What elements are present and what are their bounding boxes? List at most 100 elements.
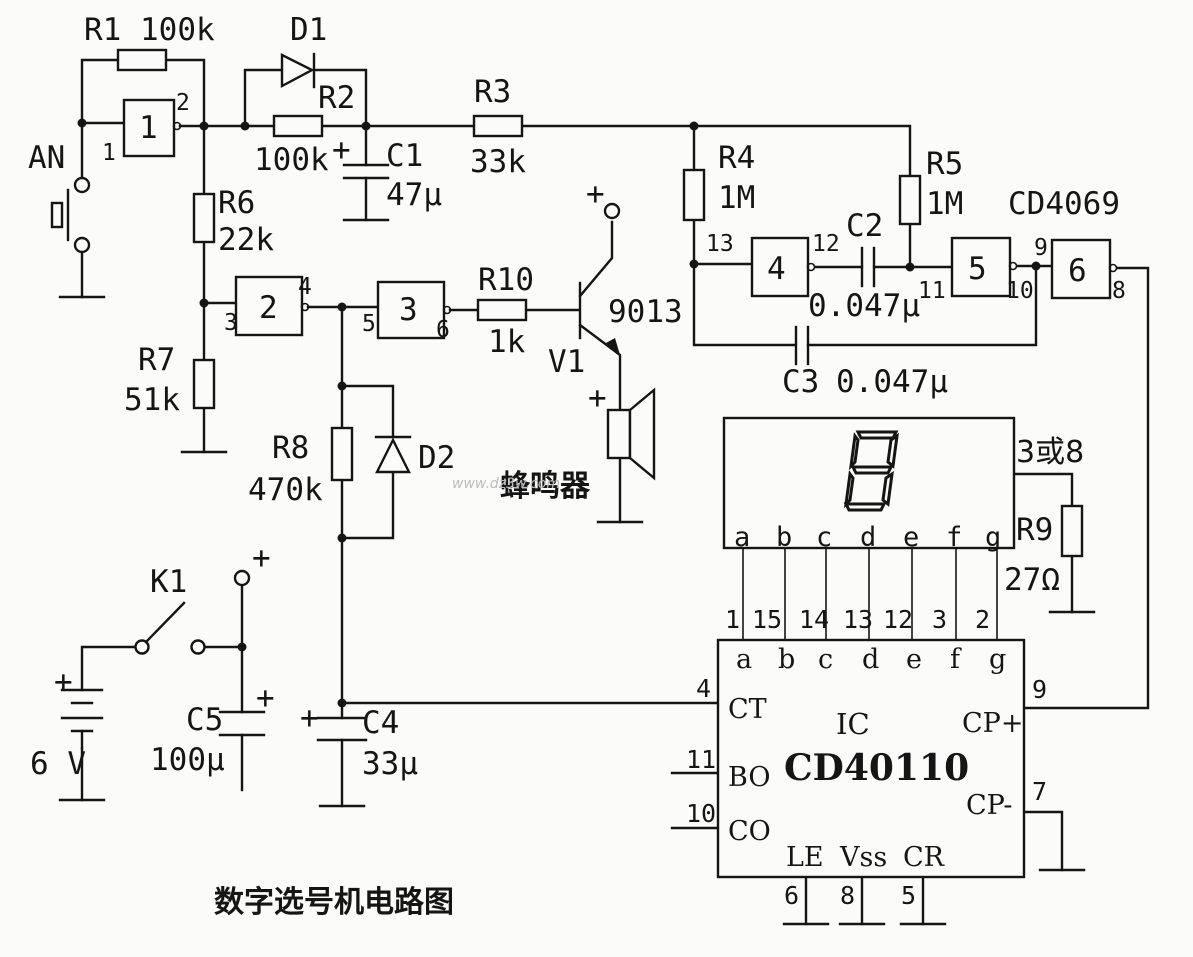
ic-seg-d: d xyxy=(862,644,879,675)
ic-pin-co: CO xyxy=(728,816,771,847)
R9-ref: R9 xyxy=(1016,512,1053,548)
capacitor-C1: + C1 47μ xyxy=(332,132,442,213)
inverter-gate-4: 4 13 12 xyxy=(706,231,840,298)
ic-pin-le: LE xyxy=(786,842,824,873)
battery-plus: + xyxy=(54,664,73,700)
resistor-R3: R3 33k xyxy=(470,74,526,180)
capacitor-C4: + C4 33μ xyxy=(300,700,418,782)
inverter-gate-6: 6 9 8 xyxy=(1034,235,1126,304)
R8-value: 470k xyxy=(248,472,323,508)
R9-value: 27Ω xyxy=(1004,562,1060,598)
inverter-gate-3: 3 5 6 xyxy=(362,280,452,343)
display-seg-b: b xyxy=(776,522,792,553)
C5-plus: + xyxy=(256,680,275,716)
R6-ref: R6 xyxy=(218,185,255,221)
R5-value: 1M xyxy=(926,186,963,222)
V1-ref: V1 xyxy=(548,344,585,380)
capacitor-C5: + C5 100μ xyxy=(150,680,275,778)
resistor-R8: R8 470k xyxy=(248,426,354,508)
R1-ref: R1 xyxy=(84,12,121,48)
C4-value: 33μ xyxy=(362,746,418,782)
transistor-V1: + 9013 V1 xyxy=(548,176,683,380)
buzzer-label: 蜂鸣器 xyxy=(500,469,591,504)
pushbutton-AN: AN xyxy=(28,140,91,254)
switch-K1: K1 + xyxy=(134,540,271,655)
R5-ref: R5 xyxy=(926,146,963,182)
display-common-label: 3或8 xyxy=(1016,435,1084,470)
ic-pin-num-e: 12 xyxy=(883,605,913,634)
R2-value: 100k xyxy=(254,142,329,178)
ic-seg-g: g xyxy=(989,644,1006,675)
gate-4-label: 4 xyxy=(767,251,786,287)
inverter-gate-5: 5 11 10 xyxy=(918,236,1034,304)
gate-4-out-pin: 12 xyxy=(812,231,840,257)
R10-ref: R10 xyxy=(478,262,534,298)
ic-pin-num-b: 15 xyxy=(752,605,782,634)
battery-value: 6 V xyxy=(30,746,86,782)
gate-5-out-pin: 10 xyxy=(1006,278,1034,304)
ic-seg-a: a xyxy=(736,644,752,675)
C5-ref: C5 xyxy=(186,702,223,738)
ic-pin-vss: Vss xyxy=(839,842,887,873)
resistor-R9: R9 27Ω xyxy=(1004,504,1084,598)
R7-value: 51k xyxy=(124,382,180,418)
gate-5-in-pin: 11 xyxy=(918,278,946,304)
display-seg-c: c xyxy=(816,522,832,553)
D1-ref: D1 xyxy=(290,12,327,48)
R2-ref: R2 xyxy=(318,80,355,116)
ic-pin-num-cpminus: 7 xyxy=(1032,777,1047,806)
buzzer-plus: + xyxy=(588,380,607,416)
AN-ref: AN xyxy=(28,140,65,176)
gate-2-label: 2 xyxy=(259,290,278,326)
resistor-R5: R5 1M xyxy=(898,146,963,226)
watermark: www.dz3w.com xyxy=(452,476,560,492)
ic-pin-num-c: 14 xyxy=(799,605,829,634)
ic-ref: IC xyxy=(836,707,870,741)
gate-6-out-pin: 8 xyxy=(1112,278,1126,304)
gate-chip-label: CD4069 xyxy=(1008,186,1120,222)
R8-ref: R8 xyxy=(272,430,309,466)
inverter-gate-2: 2 3 4 xyxy=(224,274,312,337)
ic-name: CD40110 xyxy=(784,747,969,789)
ic-pin-num-a: 1 xyxy=(725,605,740,634)
C1-ref: C1 xyxy=(386,138,423,174)
K1-ref: K1 xyxy=(150,564,187,600)
C2-ref: C2 xyxy=(846,208,883,244)
seven-segment-display: a b c d e f g 3或8 xyxy=(722,416,1084,553)
resistor-R1: R1 100k xyxy=(84,12,215,72)
ic-pin-num-g: 2 xyxy=(975,605,990,634)
gate-3-label: 3 xyxy=(399,292,418,328)
ic-pin-num-bo: 11 xyxy=(686,745,716,774)
wires xyxy=(58,58,1150,926)
ic-pin-bo: BO xyxy=(728,762,770,793)
R7-ref: R7 xyxy=(138,342,175,378)
display-seg-g: g xyxy=(985,522,1001,553)
V1-type: 9013 xyxy=(608,294,683,330)
resistor-R10: R10 1k xyxy=(476,262,534,360)
ic-seg-f: f xyxy=(950,644,962,675)
display-seg-e: e xyxy=(903,522,919,553)
C3-ref: C3 xyxy=(782,364,819,400)
ic-cd40110: 1 15 14 13 12 3 2 a b c d e f g 4 CT 11 … xyxy=(686,605,1047,910)
gate-5-label: 5 xyxy=(968,251,987,287)
V1-plus: + xyxy=(586,176,605,212)
diode-D2: D2 xyxy=(374,435,455,476)
R6-value: 22k xyxy=(218,222,274,258)
C4-ref: C4 xyxy=(362,705,399,741)
gate-6-in-pin: 9 xyxy=(1034,235,1048,261)
ic-seg-c: c xyxy=(818,644,833,675)
gate-3-in-pin: 5 xyxy=(362,311,376,337)
gate-2-in-pin: 3 xyxy=(224,310,238,336)
ic-pin-num-cpplus: 9 xyxy=(1032,675,1047,704)
R4-ref: R4 xyxy=(718,140,755,176)
battery-6v: + 6 V xyxy=(30,664,104,782)
R4-value: 1M xyxy=(718,180,755,216)
gate-1-out-pin: 2 xyxy=(176,90,190,116)
buzzer-speaker: + 蜂鸣器 www.dz3w.com xyxy=(452,380,656,504)
supply-plus: + xyxy=(252,540,271,576)
gate-1-label: 1 xyxy=(139,110,158,146)
ic-pin-num-d: 13 xyxy=(843,605,873,634)
diode-D1: D1 xyxy=(280,12,327,89)
resistor-R6: R6 22k xyxy=(192,185,274,258)
